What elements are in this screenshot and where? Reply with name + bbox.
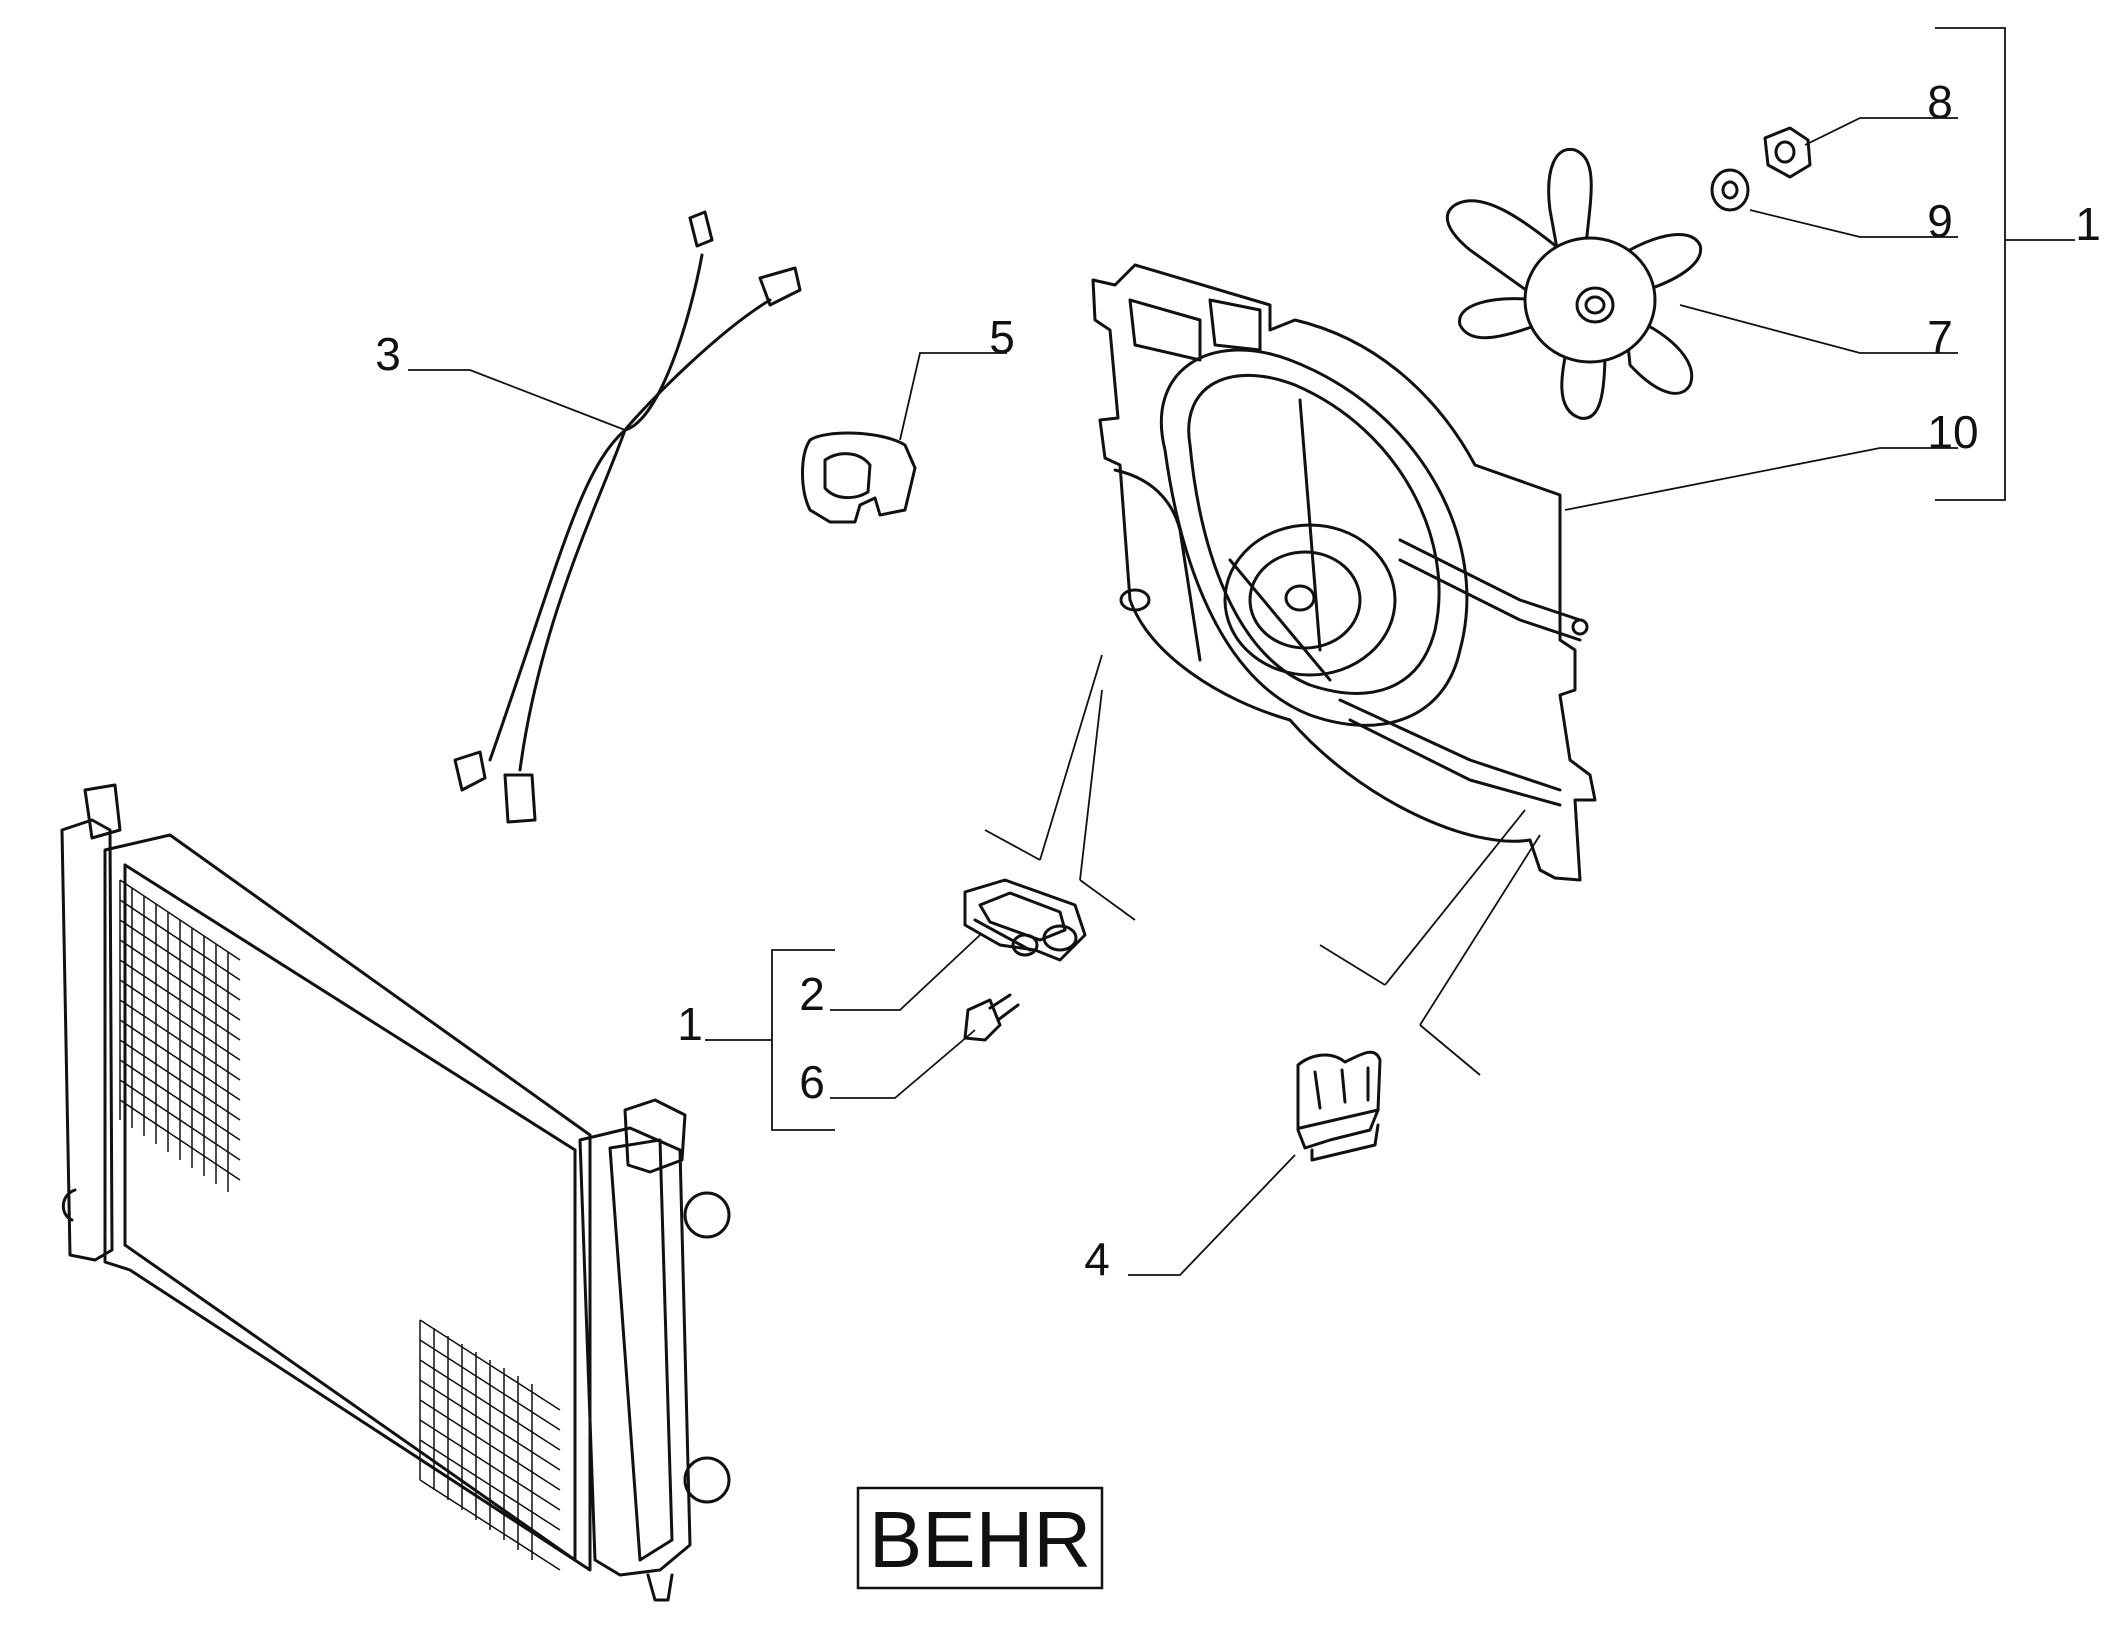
callout-7: 7 [1927,311,1953,363]
callout-1-top: 1 [2075,198,2101,250]
fan-blade-part [1445,147,1703,420]
callout-9: 9 [1927,195,1953,247]
callout-6: 6 [799,1056,825,1108]
leader-lines [408,27,2075,1276]
callout-2: 2 [799,968,825,1020]
washer-part [1710,168,1750,212]
behr-badge-frame [856,1486,1104,1590]
wiring-harness-part [453,210,802,824]
clip-part [801,431,917,524]
radiator-core-hatch [119,879,561,1571]
nut-part [1763,126,1812,179]
screw-part [963,993,1020,1042]
callout-8: 8 [1927,76,1953,128]
callout-5: 5 [989,311,1015,363]
callout-3: 3 [375,328,401,380]
callout-1-bottom: 1 [677,998,703,1050]
callout-10: 10 [1927,406,1978,458]
fan-shroud-part [1091,263,1597,882]
behr-badge-text: BEHR [869,1495,1091,1584]
callout-4: 4 [1084,1233,1110,1285]
bracket-part [1296,1050,1382,1162]
resistor-part [963,878,1087,962]
radiator-part [60,783,731,1602]
